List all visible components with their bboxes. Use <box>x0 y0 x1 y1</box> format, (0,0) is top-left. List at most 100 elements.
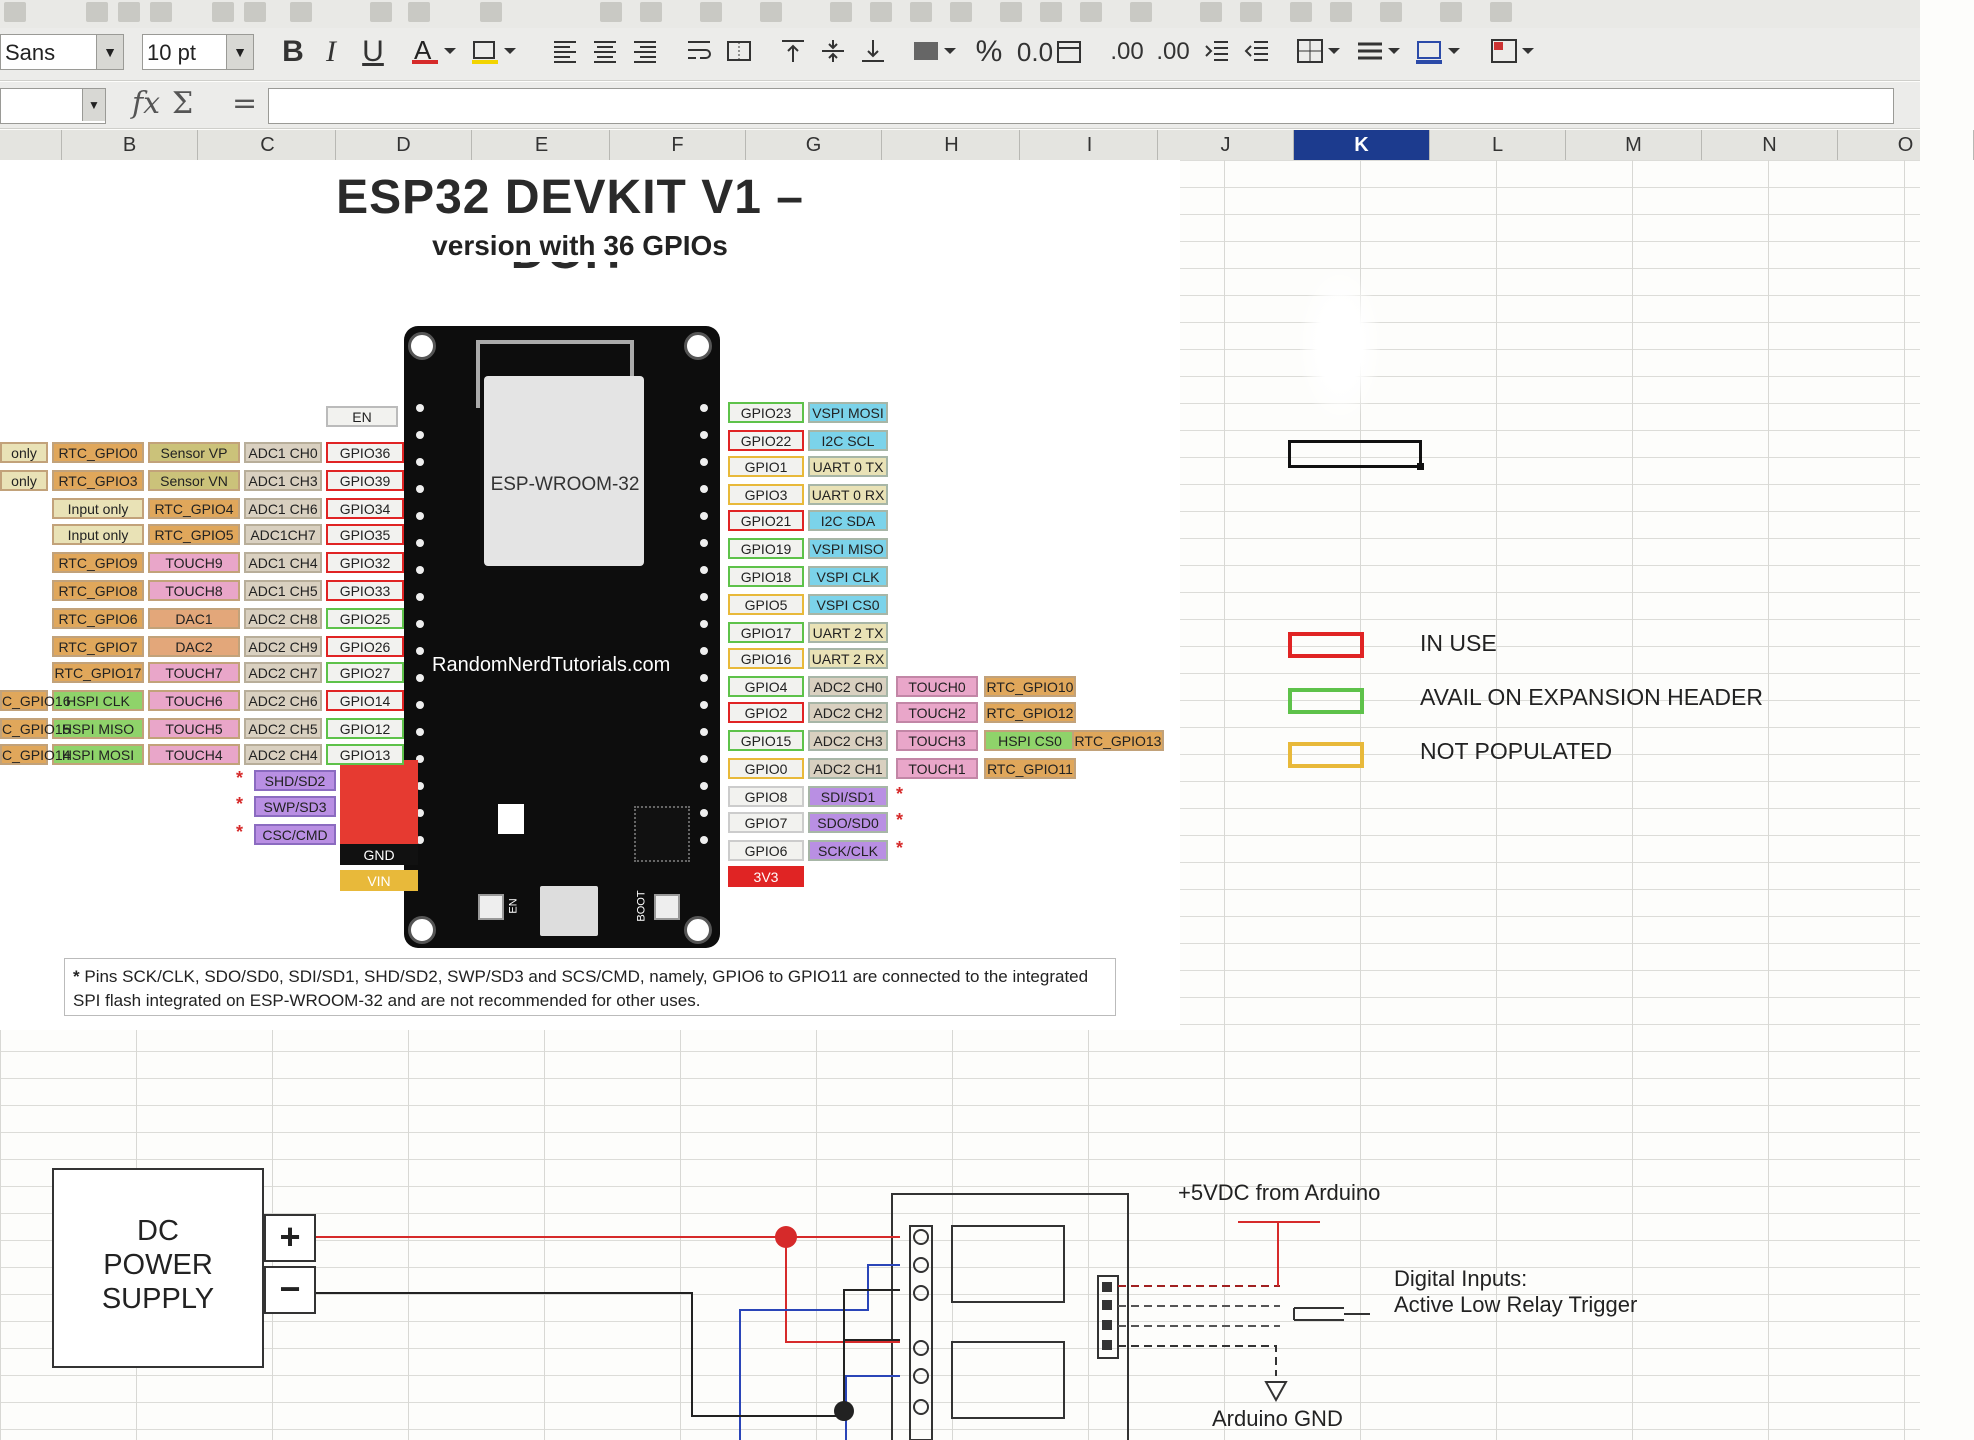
column-header-g[interactable]: G <box>746 130 882 160</box>
comment-icon[interactable] <box>1240 2 1262 22</box>
autofilter-icon[interactable] <box>950 2 972 22</box>
fill-handle[interactable] <box>1417 463 1424 470</box>
pivot-icon[interactable] <box>1080 2 1102 22</box>
hyperlink-icon[interactable] <box>1200 2 1222 22</box>
clear-format-icon[interactable] <box>408 2 430 22</box>
borders-icon[interactable] <box>1296 38 1346 64</box>
align-center-icon[interactable] <box>592 38 618 64</box>
currency-format-icon[interactable] <box>912 38 962 64</box>
bold-button[interactable]: B <box>282 35 304 68</box>
wrap-text-icon[interactable] <box>686 38 712 64</box>
spellcheck-icon[interactable] <box>640 2 662 22</box>
select-all-corner[interactable] <box>0 130 62 160</box>
align-right-icon[interactable] <box>632 38 658 64</box>
chart-icon[interactable] <box>1040 2 1062 22</box>
add-decimal-button[interactable]: .00 <box>1110 38 1144 65</box>
underline-button[interactable]: U <box>362 35 384 68</box>
show-draw-icon[interactable] <box>1490 2 1512 22</box>
mounting-hole <box>684 332 712 360</box>
column-header-e[interactable]: E <box>474 130 610 160</box>
column-header-i[interactable]: I <box>1022 130 1158 160</box>
pin-func-label: UART 2 RX <box>808 648 888 669</box>
column-header-j[interactable]: J <box>1158 130 1294 160</box>
header-pin-hole <box>700 620 708 628</box>
cut-icon[interactable] <box>212 2 234 22</box>
column-header-o[interactable]: O <box>1838 130 1974 160</box>
center-vertically-icon[interactable] <box>820 38 846 64</box>
pin-func-label: I2C SDA <box>808 510 888 531</box>
save-icon[interactable] <box>4 2 26 22</box>
print-icon[interactable] <box>118 2 140 22</box>
border-style-icon[interactable] <box>1356 38 1406 64</box>
align-left-icon[interactable] <box>552 38 578 64</box>
font-size-box[interactable]: 10 pt ▼ <box>142 34 254 70</box>
column-header-d[interactable]: D <box>336 130 472 160</box>
print-preview-icon[interactable] <box>150 2 172 22</box>
row-icon[interactable] <box>700 2 722 22</box>
esp32-board: ESP-WROOM-32 RandomNerdTutorials.com EN … <box>404 326 720 948</box>
chevron-down-icon[interactable]: ▼ <box>226 35 253 69</box>
column-icon[interactable] <box>760 2 782 22</box>
power-supply-box: DC POWER SUPPLY <box>52 1168 264 1368</box>
delete-decimal-button[interactable]: .00 <box>1156 38 1190 65</box>
italic-button[interactable]: I <box>326 35 336 68</box>
header-pin-hole <box>700 809 708 817</box>
define-print-area-icon[interactable] <box>1330 2 1352 22</box>
font-name-box[interactable]: Sans ▼ <box>0 34 124 70</box>
align-bottom-icon[interactable] <box>860 38 886 64</box>
special-char-icon[interactable] <box>1130 2 1152 22</box>
positive-terminal: + <box>264 1214 316 1262</box>
sort-asc-icon[interactable] <box>870 2 892 22</box>
sort-desc-icon[interactable] <box>910 2 932 22</box>
image-icon[interactable] <box>1000 2 1022 22</box>
column-header-n[interactable]: N <box>1702 130 1838 160</box>
paste-icon[interactable] <box>290 2 312 22</box>
pin-func-label: SDI/SD1 <box>808 786 888 807</box>
relay-schematic[interactable]: DC POWER SUPPLY + − +5VDC from Arduino D… <box>0 1080 1920 1440</box>
chevron-down-icon[interactable]: ▼ <box>82 89 105 121</box>
column-header-b[interactable]: B <box>62 130 198 160</box>
pin-func-label: UART 2 TX <box>808 622 888 643</box>
pin-touch-label: TOUCH2 <box>896 702 978 723</box>
header-pin-hole <box>416 566 424 574</box>
pin-far-label: only <box>0 442 48 463</box>
find-icon[interactable] <box>600 2 622 22</box>
pin-adc-label: ADC2 CH9 <box>244 636 322 657</box>
sum-icon[interactable]: Σ <box>172 86 194 121</box>
pin-rtc-label: HSPI MISO <box>52 718 144 739</box>
copy-icon[interactable] <box>244 2 266 22</box>
font-color-icon[interactable]: A <box>412 35 462 65</box>
export-icon[interactable] <box>86 2 108 22</box>
function-wizard-icon[interactable]: fx <box>132 86 161 121</box>
name-box[interactable]: ▼ <box>0 88 106 124</box>
column-header-h[interactable]: H <box>884 130 1020 160</box>
conditional-format-icon[interactable] <box>1490 38 1540 64</box>
column-header-m[interactable]: M <box>1566 130 1702 160</box>
highlight-icon[interactable] <box>472 38 522 64</box>
pin-func-label: VSPI MOSI <box>808 402 888 423</box>
chevron-down-icon[interactable]: ▼ <box>96 35 123 69</box>
column-header-c[interactable]: C <box>200 130 336 160</box>
pin-gnd: GND <box>340 844 418 865</box>
digital-inputs-label: Digital Inputs: <box>1394 1266 1528 1291</box>
formula-icon[interactable]: = <box>232 86 258 121</box>
increase-indent-icon[interactable] <box>1204 38 1230 64</box>
column-header-f[interactable]: F <box>610 130 746 160</box>
freeze-icon[interactable] <box>1380 2 1402 22</box>
undo-icon[interactable] <box>480 2 502 22</box>
sort-icon[interactable] <box>830 2 852 22</box>
column-header-k[interactable]: K <box>1294 130 1430 160</box>
merge-cells-icon[interactable] <box>726 38 752 64</box>
align-top-icon[interactable] <box>780 38 806 64</box>
selected-cell[interactable] <box>1288 440 1424 470</box>
split-icon[interactable] <box>1440 2 1462 22</box>
column-header-l[interactable]: L <box>1430 130 1566 160</box>
header-footer-icon[interactable] <box>1290 2 1312 22</box>
formula-input[interactable] <box>268 88 1894 124</box>
percent-format-button[interactable]: % <box>975 35 1003 68</box>
decrease-indent-icon[interactable] <box>1244 38 1270 64</box>
date-format-icon[interactable] <box>1056 38 1082 64</box>
border-color-icon[interactable] <box>1416 38 1466 64</box>
clone-format-icon[interactable] <box>370 2 392 22</box>
number-format-button[interactable]: 0.0 <box>1016 37 1054 67</box>
